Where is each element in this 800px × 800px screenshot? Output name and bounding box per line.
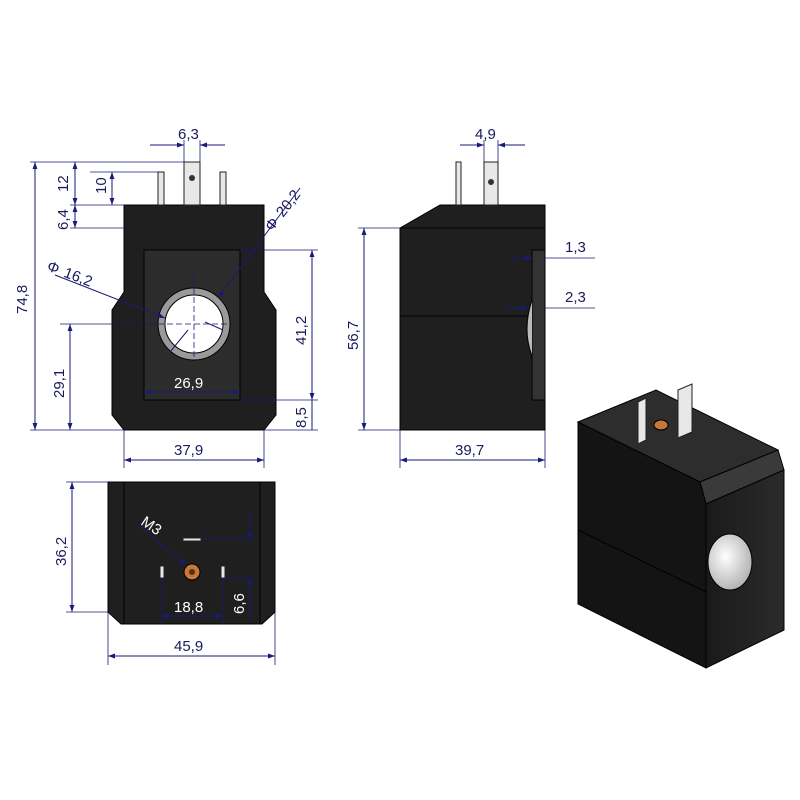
dim-pin-spacing: 18,8 xyxy=(174,599,203,616)
dim-bottom-width: 45,9 xyxy=(174,638,203,655)
dim-pin-width: 4,9 xyxy=(475,126,496,143)
side-body xyxy=(399,204,546,431)
terminal-center-hole xyxy=(189,175,195,181)
dim-plate-height: 41,2 xyxy=(293,316,310,345)
dim-side-height: 56,7 xyxy=(345,321,362,350)
dim-terminal-height-12: 12 xyxy=(55,175,72,192)
iso-pin-right xyxy=(677,383,693,439)
terminal-right xyxy=(219,171,227,206)
dim-total-height: 74,8 xyxy=(14,285,31,314)
dim-depth: 39,7 xyxy=(455,442,484,459)
dim-terminal-height-10: 10 xyxy=(93,177,110,194)
dim-recess-1: 1,3 xyxy=(565,239,586,256)
bottom-view: 36,2 M3 6,6 18,8 45,9 xyxy=(53,481,276,665)
dim-terminal-base: 6,4 xyxy=(55,209,72,230)
bottom-pin-right xyxy=(220,565,226,579)
bottom-pin-left xyxy=(159,565,165,579)
iso-coil-hole xyxy=(707,533,753,591)
dim-hole-outer: Φ20,2 xyxy=(262,187,304,235)
side-view: 4,9 56,7 1,3 2,3 39,7 xyxy=(345,126,595,468)
terminal-center xyxy=(183,161,201,206)
dim-hole-center: 29,1 xyxy=(51,369,68,398)
side-recess xyxy=(531,249,546,401)
terminal-left xyxy=(157,171,165,206)
front-view: 6,3 74,8 12 10 6,4 29,1 Φ16,2 Φ20,2 xyxy=(14,126,318,468)
isometric-view xyxy=(576,383,785,669)
dim-recess-2: 2,3 xyxy=(565,289,586,306)
dim-pin-offset: 6,6 xyxy=(231,593,248,614)
iso-screw xyxy=(653,419,669,431)
side-pin-short xyxy=(455,161,462,206)
side-hole-bulge xyxy=(526,299,533,357)
dim-hole-inner: Φ16,2 xyxy=(45,258,95,291)
dim-bottom-height: 36,2 xyxy=(53,537,70,566)
iso-pin-left xyxy=(637,397,647,445)
dim-width: 37,9 xyxy=(174,442,203,459)
dim-plate-bottom: 8,5 xyxy=(293,407,310,428)
bottom-pin-top xyxy=(182,537,202,542)
dim-terminal-spacing: 6,3 xyxy=(178,126,199,143)
dim-plate-width: 26,9 xyxy=(174,375,203,392)
